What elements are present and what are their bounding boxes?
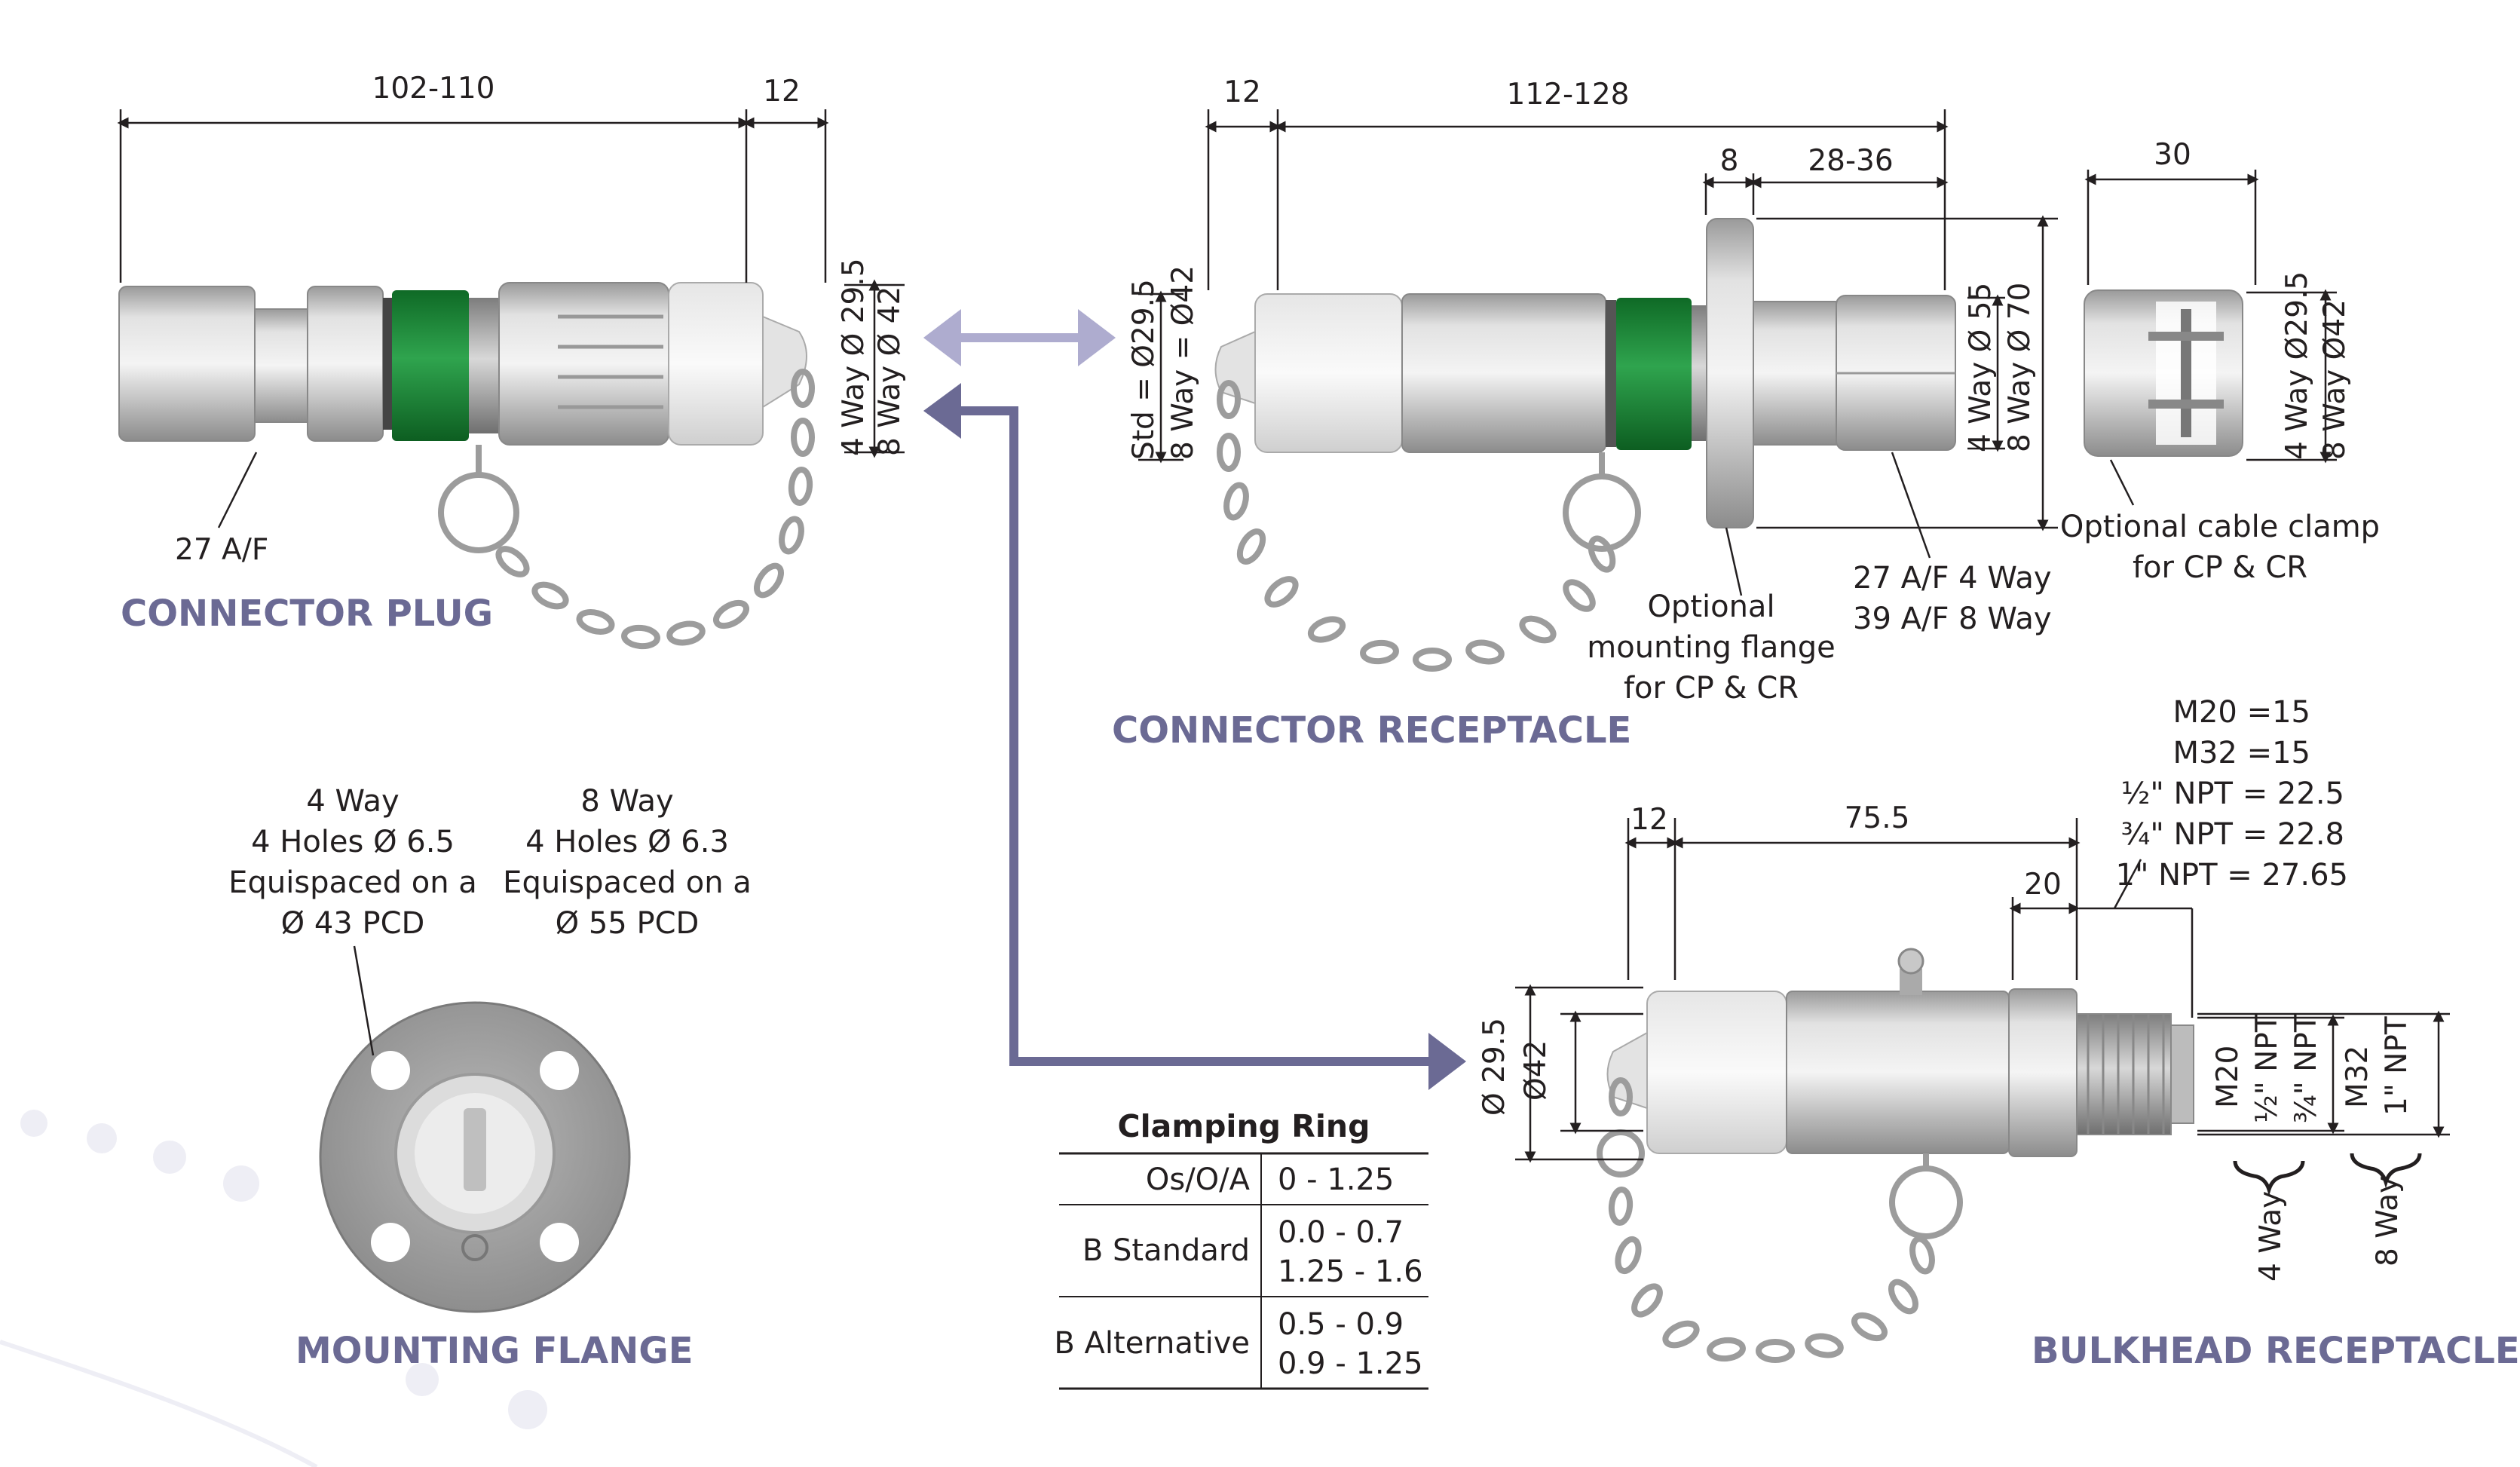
mounting-flange-title: MOUNTING FLANGE	[295, 1330, 693, 1372]
receptacle-clamp-dim: 30	[2154, 138, 2191, 172]
flange-4way-line2: 4 Holes Ø 6.5	[251, 825, 455, 859]
flange-4way-line3: Equispaced on a	[228, 865, 477, 900]
thread-table-line5: 1" NPT = 27.65	[2116, 858, 2349, 893]
clamping-row-value: 0.9 - 1.25	[1278, 1346, 1423, 1381]
thread-table-line3: ½" NPT = 22.5	[2121, 776, 2344, 811]
receptacle-body-dim: 28-36	[1808, 144, 1893, 178]
bulkhead-length-dim: 75.5	[1845, 801, 1910, 835]
clamping-row-label: B Alternative	[1054, 1326, 1250, 1361]
plug-dia-4way: 4 Way Ø 29.5	[837, 258, 871, 456]
bulkhead-thread-threequarter-npt: ¾" NPT	[2289, 1014, 2323, 1123]
connector-plug-drawing	[117, 109, 905, 650]
optional-flange-line1: Optional	[1647, 590, 1774, 624]
clamping-ring-title: Clamping Ring	[1118, 1108, 1370, 1144]
clamping-ring-table	[1059, 1152, 1428, 1390]
mounting-flange-drawing	[319, 945, 631, 1313]
bulkhead-dia-small: Ø 29.5	[1477, 1018, 1511, 1116]
receptacle-flange-dim: 8	[1720, 144, 1739, 178]
receptacle-length-dim: 112-128	[1507, 78, 1630, 112]
clamping-row-value: 1.25 - 1.6	[1278, 1254, 1423, 1289]
connector-receptacle-drawing	[1138, 109, 2337, 672]
bulkhead-receptacle-title: BULKHEAD RECEPTACLE	[2032, 1330, 2520, 1372]
receptacle-flange-8way: 8 Way Ø 70	[2003, 283, 2037, 452]
optional-clamp-line2: for CP & CR	[2133, 550, 2307, 585]
clamping-row-value: 0.0 - 0.7	[1278, 1215, 1404, 1250]
flange-8way-line2: 4 Holes Ø 6.3	[525, 825, 729, 859]
flange-4way-line4: Ø 43 PCD	[281, 906, 425, 941]
receptacle-af-4way: 27 A/F 4 Way	[1853, 561, 2052, 596]
receptacle-clamp-8way: 8 Way Ø42	[2318, 299, 2352, 460]
optional-clamp-line1: Optional cable clamp	[2060, 510, 2380, 544]
bulkhead-thread-m20: M20	[2211, 1046, 2245, 1108]
receptacle-clamp-4way: 4 Way Ø29.5	[2280, 271, 2314, 460]
clamping-row-label: B Standard	[1082, 1233, 1250, 1268]
receptacle-dia-std: Std = Ø29.5	[1127, 279, 1161, 460]
bulkhead-brace-4way: 4 Way	[2254, 1191, 2288, 1282]
connector-plug-title: CONNECTOR PLUG	[121, 593, 493, 635]
flange-8way-line3: Equispaced on a	[503, 865, 752, 900]
bulkhead-receptacle-drawing	[1515, 818, 2450, 1363]
bulkhead-cap-dim: 12	[1630, 803, 1668, 837]
thread-table-line2: M32 =15	[2172, 736, 2310, 770]
bulkhead-hex-dim: 20	[2024, 868, 2062, 902]
optional-flange-line3: for CP & CR	[1624, 671, 1799, 706]
thread-table-line1: M20 =15	[2172, 695, 2310, 730]
bulkhead-thread-1-npt: 1" NPT	[2380, 1016, 2414, 1116]
plug-dia-8way: 8 Way Ø 42	[873, 286, 907, 456]
flange-8way-line4: Ø 55 PCD	[556, 906, 700, 941]
plug-length-dim: 102-110	[372, 72, 495, 106]
flange-8way-line1: 8 Way	[580, 784, 673, 819]
receptacle-af-8way: 39 A/F 8 Way	[1853, 602, 2052, 636]
receptacle-cap-dim: 12	[1223, 75, 1261, 109]
bulkhead-arrow	[923, 383, 1466, 1090]
flange-4way-line1: 4 Way	[306, 784, 399, 819]
bulkhead-brace-8way: 8 Way	[2371, 1176, 2405, 1266]
optional-flange-line2: mounting flange	[1587, 630, 1835, 665]
thread-table-line4: ¾" NPT = 22.8	[2121, 817, 2344, 852]
clamping-row-label: Os/O/A	[1146, 1162, 1251, 1197]
bulkhead-thread-half-npt: ½" NPT	[2250, 1014, 2284, 1123]
clamping-row-value: 0.5 - 0.9	[1278, 1307, 1404, 1342]
receptacle-flange-4way: 4 Way Ø 55	[1964, 283, 1998, 452]
plug-af-label: 27 A/F	[175, 533, 268, 567]
connector-receptacle-title: CONNECTOR RECEPTACLE	[1112, 709, 1631, 752]
clamping-row-value: 0 - 1.25	[1278, 1162, 1394, 1197]
bulkhead-dia-large: Ø42	[1519, 1040, 1553, 1101]
background-decoration	[0, 1110, 547, 1467]
receptacle-dia-8way: 8 Way = Ø42	[1166, 265, 1200, 460]
mating-arrow	[923, 309, 1116, 366]
bulkhead-thread-m32: M32	[2341, 1046, 2375, 1108]
plug-cap-dim: 12	[763, 75, 801, 109]
